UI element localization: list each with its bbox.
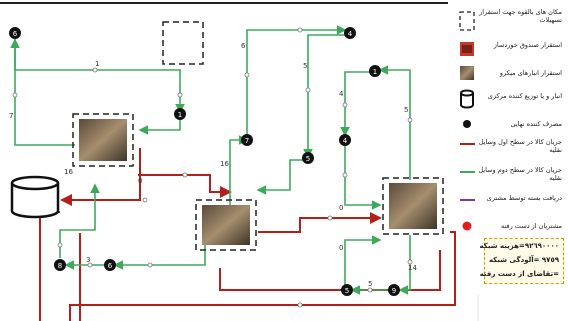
svg-text:6: 6 [108, 262, 113, 270]
consumer-node-5-bottom: 5 [341, 284, 353, 296]
micro-warehouse-left [73, 114, 133, 166]
consumer-node-7-mid: 7 [241, 134, 253, 146]
edge-label: 1 [95, 60, 99, 68]
level-2-flows [15, 30, 410, 290]
edge-label: 6 [241, 42, 246, 50]
svg-text:5: 5 [345, 287, 349, 295]
svg-text:9: 9 [392, 287, 396, 295]
edge-label: 3 [86, 256, 90, 264]
lost-demand: =تقاضای از دست رفته [480, 270, 559, 278]
edge-label: 5 [303, 62, 307, 70]
legend-potential-site-label: مکان های بالقوه جهت استقرار تسهیلات [470, 8, 562, 24]
svg-text:8: 8 [58, 262, 62, 270]
green-mid-to-6 [115, 240, 205, 265]
consumer-node-4-top: 4 [344, 27, 356, 39]
consumer-node-5-mid: 5 [302, 152, 314, 164]
green-1-to-left [140, 117, 180, 130]
edge-label: 0 [138, 177, 142, 185]
red-flow-left-to-mid [138, 175, 230, 192]
consumer-node-4-right: 4 [339, 134, 351, 146]
consumer-node-6-bottom: 6 [104, 259, 116, 271]
consumer-node-6-top: 6 [9, 27, 21, 39]
green-8-to-left [60, 185, 95, 258]
red-flow-mid-to-right [258, 218, 380, 232]
edge-label: 16 [64, 168, 73, 176]
legend-level1-label: جریان کالا در سطح اول وسایل نقلیه [470, 138, 562, 154]
legend-end-consumer-label: مصرف کننده نهایی [470, 120, 562, 128]
edge-label: 5 [368, 280, 372, 288]
potential-site-box [163, 22, 203, 64]
legend-pickup-label: دریافت بسته توسط مشتری [470, 194, 562, 202]
consumer-node-1-left: 1 [174, 108, 186, 120]
edge-label: 0 [339, 204, 343, 212]
edge-label: 14 [408, 264, 417, 272]
edge-label: 7 [9, 112, 13, 120]
consumer-node-9: 9 [388, 284, 400, 296]
green-right-to-1 [380, 70, 410, 180]
consumer-node-8: 8 [54, 259, 66, 271]
svg-text:4: 4 [348, 30, 353, 38]
svg-text:7: 7 [245, 137, 249, 145]
micro-warehouse-mid [196, 200, 256, 250]
edge-label: 0 [339, 244, 343, 252]
network-cost: ٩٢٦٩٠٠٠٠=هزینه شبکه [480, 242, 560, 250]
legend-level2-label: جریان کالا در سطح دوم وسایل نقلیه [470, 166, 562, 182]
edge-label: 16 [220, 160, 229, 168]
edge-label: 5 [404, 106, 408, 114]
green-7-to-4 [247, 30, 345, 137]
consumer-node-1-right: 1 [369, 65, 381, 77]
red-flow-bottom-long [70, 232, 455, 321]
edge-label: 4 [339, 90, 344, 98]
legend-crusher-label: استقرار صندوق خوردساز [470, 41, 562, 49]
legend-distribution-center-label: انبار و یا توزیع کننده مرکزی [470, 92, 562, 100]
micro-warehouse-right [383, 178, 443, 234]
legend-micro-warehouse-label: استقرار انبارهای میکرو [470, 69, 562, 77]
svg-text:5: 5 [306, 155, 310, 163]
green-mid-to-7 [230, 140, 247, 205]
results-box: ٩٢٦٩٠٠٠٠=هزینه شبکه ٩٧٥٩ =آلودگی شبکه =ت… [484, 238, 564, 284]
green-5-to-right [345, 240, 380, 285]
green-6-to-1 [15, 35, 180, 112]
green-1-to-4 [345, 72, 370, 135]
green-left-to-6 [15, 40, 75, 145]
green-4-to-right [345, 145, 380, 205]
network-pollution: ٩٧٥٩ =آلودگی شبکه [489, 256, 559, 264]
legend-lost-customers-label: مشتریان از دست رفته [470, 222, 562, 230]
red-flow-bottom-long2 [220, 250, 440, 290]
svg-text:1: 1 [178, 111, 182, 119]
svg-text:4: 4 [343, 137, 348, 145]
green-5-to-mid [258, 160, 303, 190]
distribution-center-cylinder [12, 177, 58, 217]
svg-text:6: 6 [13, 30, 18, 38]
svg-text:1: 1 [373, 68, 377, 76]
